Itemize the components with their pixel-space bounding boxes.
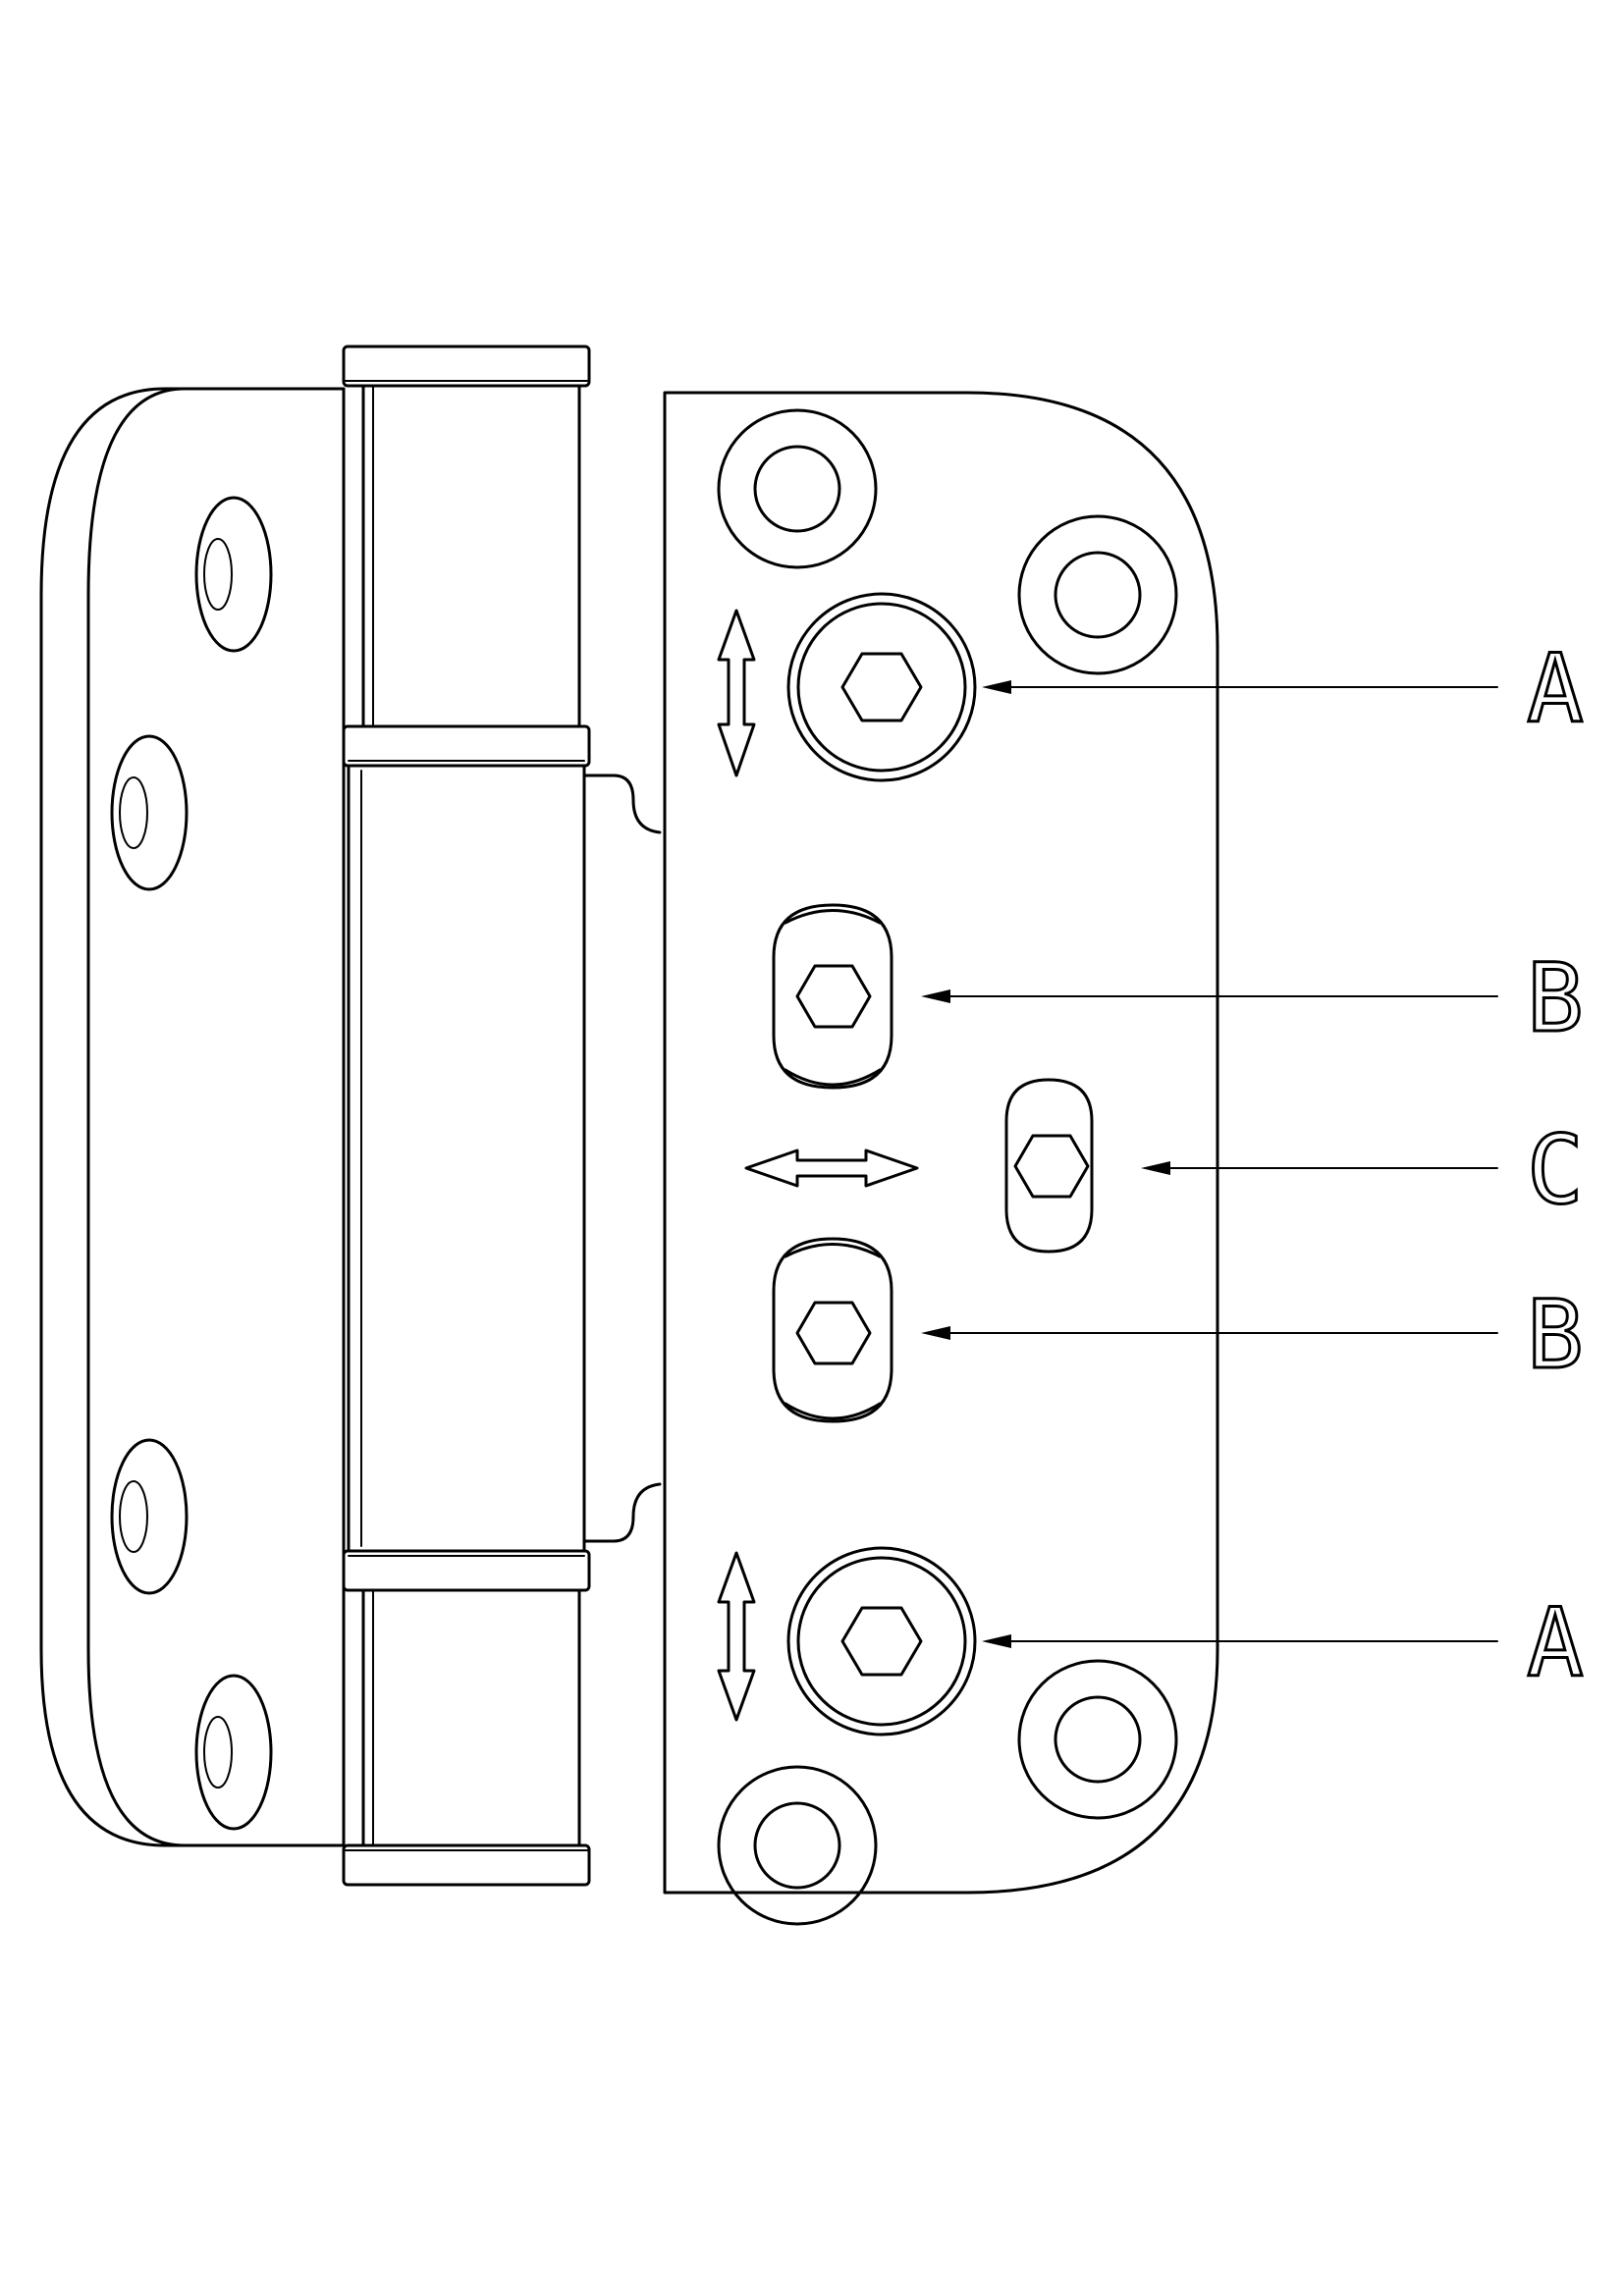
- right-leaf-hole-top-left: [717, 408, 878, 569]
- adjust-screw-b-top: [772, 903, 893, 1090]
- horizontal-adjust-arrow: [744, 1148, 919, 1188]
- hinge-barrel: [342, 345, 591, 1887]
- callout-label-b-bottom: B: [1527, 1280, 1584, 1390]
- callout-label-b-top: B: [1527, 943, 1584, 1053]
- leader-a-bottom: [982, 1634, 1498, 1648]
- leader-a-top: [982, 680, 1498, 694]
- leaf-connectors: [582, 774, 662, 1543]
- callout-labels: A B C B A: [1526, 633, 1586, 1700]
- adjust-screw-a-top: [786, 592, 977, 782]
- right-leaf: [663, 391, 1219, 1926]
- right-leaf-hole-top-right: [1017, 514, 1178, 675]
- vertical-adjust-arrow-bottom: [717, 1551, 756, 1722]
- adjust-screw-a-bottom: [786, 1546, 977, 1736]
- left-leaf-hole-4: [194, 1674, 273, 1831]
- leader-b-top: [921, 989, 1498, 1003]
- adjust-screw-c: [1004, 1078, 1094, 1254]
- right-leaf-hole-bottom-right: [1017, 1659, 1178, 1820]
- left-leaf-hole-3: [110, 1438, 189, 1595]
- leader-b-bottom: [921, 1326, 1498, 1340]
- left-leaf-hole-1: [194, 496, 273, 653]
- callout-label-a-top: A: [1527, 634, 1584, 744]
- callout-label-a-bottom: A: [1527, 1588, 1584, 1698]
- left-leaf: [39, 387, 346, 1847]
- leader-c: [1141, 1161, 1498, 1175]
- left-leaf-hole-2: [110, 734, 189, 891]
- callout-leaders: [921, 680, 1498, 1648]
- callout-label-c: C: [1527, 1115, 1584, 1225]
- adjust-screw-b-bottom: [772, 1237, 893, 1423]
- vertical-adjust-arrow-top: [717, 609, 756, 777]
- right-leaf-hole-bottom-left: [717, 1765, 878, 1926]
